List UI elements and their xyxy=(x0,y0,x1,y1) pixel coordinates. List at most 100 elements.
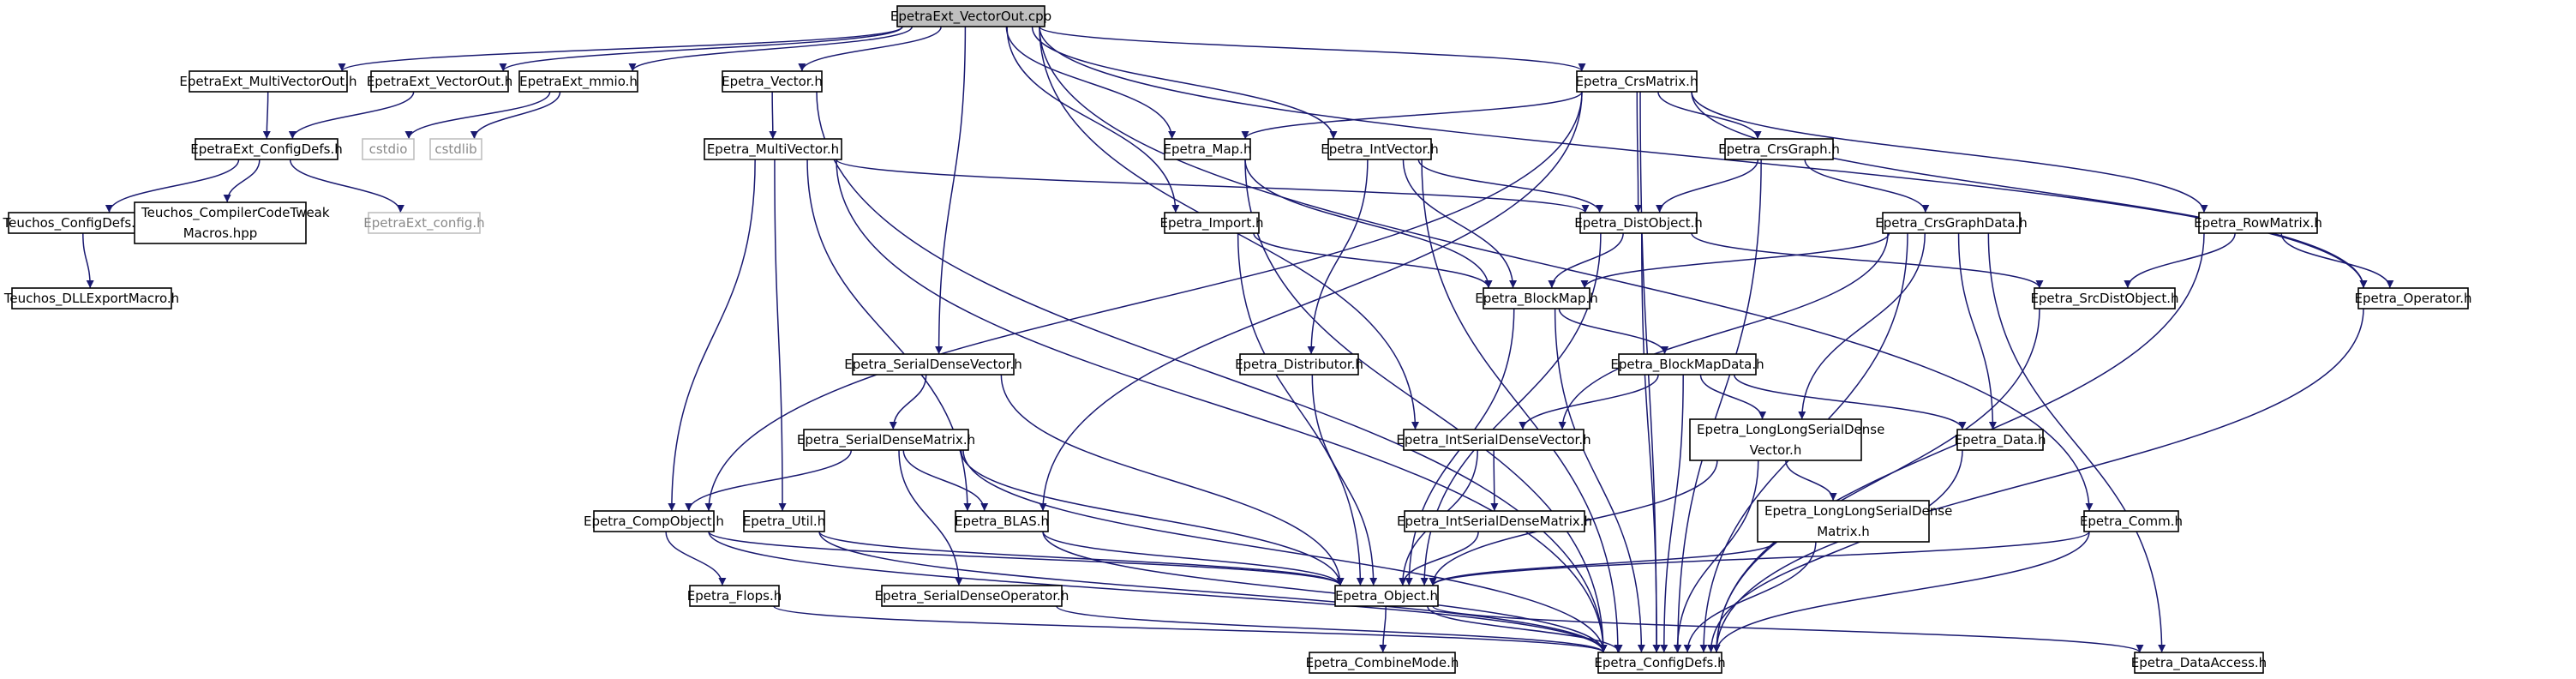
edge-eUtil-to-eObj xyxy=(818,531,1345,586)
edge-eObj-to-eConf xyxy=(1427,605,1623,653)
node-eMV[interactable]: Epetra_MultiVector.h xyxy=(704,138,842,160)
node-label: Epetra_CrsGraphData.h xyxy=(1875,215,2028,231)
node-eMVO[interactable]: EpetraExt_MultiVectorOut.h xyxy=(179,70,357,93)
node-eFlops[interactable]: Epetra_Flops.h xyxy=(687,585,782,607)
edge-eImp-to-eBM xyxy=(1253,232,1493,289)
edge-eBMD-to-eConf xyxy=(1660,374,1684,653)
node-eUtil[interactable]: Epetra_Util.h xyxy=(743,510,825,532)
node-box xyxy=(11,287,172,309)
edge-eCrs-to-eCG xyxy=(1657,91,1762,140)
node-eCfg[interactable]: EpetraExt_config.h xyxy=(363,212,485,234)
node-label: Vector.h xyxy=(1750,442,1802,458)
node-layer: EpetraExt_VectorOut.cppEpetraExt_MultiVe… xyxy=(3,5,2472,674)
node-box xyxy=(955,510,1049,532)
node-box xyxy=(1334,585,1439,607)
node-eMM[interactable]: EpetraExt_mmio.h xyxy=(518,70,638,93)
node-eVO[interactable]: EpetraExt_VectorOut.h xyxy=(367,70,512,93)
node-tCD[interactable]: Teuchos_ConfigDefs.hpp xyxy=(3,212,160,234)
edge-eVO-to-eCD xyxy=(288,91,415,140)
node-eOp[interactable]: Epetra_Operator.h xyxy=(2354,287,2472,309)
node-root[interactable]: EpetraExt_VectorOut.cpp xyxy=(890,5,1051,27)
edge-eUtil-to-eConf xyxy=(818,531,1608,653)
node-eCG[interactable]: Epetra_CrsGraph.h xyxy=(1718,138,1840,160)
node-eVec[interactable]: Epetra_Vector.h xyxy=(722,70,823,93)
node-box xyxy=(704,138,842,160)
node-tDLL[interactable]: Teuchos_DLLExportMacro.h xyxy=(3,287,179,309)
node-eCM[interactable]: Epetra_CombineMode.h xyxy=(1306,652,1459,674)
node-eDA[interactable]: Epetra_DataAccess.h xyxy=(2131,652,2267,674)
node-eDO[interactable]: Epetra_DistObject.h xyxy=(1574,212,1703,234)
node-eBMD[interactable]: Epetra_BlockMapData.h xyxy=(1610,353,1764,376)
node-eBLAS[interactable]: Epetra_BLAS.h xyxy=(955,510,1049,532)
node-label: Epetra_Import.h xyxy=(1159,215,1263,231)
node-box xyxy=(1689,418,1862,461)
node-box xyxy=(1576,70,1698,93)
edge-eObj-to-eCM xyxy=(1379,605,1387,653)
node-eBM[interactable]: Epetra_BlockMap.h xyxy=(1475,287,1598,309)
node-eDist[interactable]: Epetra_Distributor.h xyxy=(1235,353,1363,376)
node-eObj[interactable]: Epetra_Object.h xyxy=(1334,585,1439,607)
node-label: EpetraExt_VectorOut.cpp xyxy=(890,9,1051,25)
node-eSDM[interactable]: Epetra_SerialDenseMatrix.h xyxy=(797,429,975,451)
node-box xyxy=(1483,287,1591,309)
node-label: Epetra_DataAccess.h xyxy=(2131,655,2267,671)
edge-eBM-to-eConf xyxy=(1554,308,1645,653)
node-eISDV[interactable]: Epetra_IntSerialDenseVector.h xyxy=(1396,429,1591,451)
node-label: EpetraExt_MultiVectorOut.h xyxy=(179,74,356,90)
node-eImp[interactable]: Epetra_Import.h xyxy=(1159,212,1264,234)
node-box xyxy=(1309,652,1456,674)
node-eData[interactable]: Epetra_Data.h xyxy=(1954,429,2046,451)
node-label: Epetra_Util.h xyxy=(743,514,825,530)
node-label: Epetra_LongLongSerialDense xyxy=(1697,422,1884,438)
edge-eCG-to-eCGD xyxy=(1804,159,1930,213)
node-box xyxy=(2198,212,2318,234)
node-eCGD[interactable]: Epetra_CrsGraphData.h xyxy=(1875,212,2028,234)
node-label: cstdio xyxy=(369,141,408,157)
node-label: Epetra_Flops.h xyxy=(687,588,782,604)
node-box xyxy=(518,70,638,93)
node-label: EpetraExt_ConfigDefs.h xyxy=(190,141,342,158)
node-box xyxy=(2357,287,2469,309)
edge-eComm-to-eConf xyxy=(1712,531,2090,653)
edge-eMV-to-eUtil xyxy=(774,159,787,512)
edge-eSDO-to-eConf xyxy=(1712,308,2040,653)
node-box xyxy=(689,585,780,607)
node-eMap[interactable]: Epetra_Map.h xyxy=(1164,138,1252,160)
edge-eLLSDM-to-eObj xyxy=(1429,541,1776,586)
edge-eSDV-to-eObj xyxy=(1000,374,1345,586)
node-eIV[interactable]: Epetra_IntVector.h xyxy=(1321,138,1439,160)
node-eISDM[interactable]: Epetra_IntSerialDenseMatrix.h xyxy=(1397,510,1592,532)
edge-eSDOp-to-eConf xyxy=(1056,605,1608,653)
node-cstdio[interactable]: cstdio xyxy=(362,138,415,160)
node-eConf[interactable]: Epetra_ConfigDefs.h xyxy=(1594,652,1726,674)
node-label: Epetra_SrcDistObject.h xyxy=(2030,291,2178,307)
edge-eCrs-to-eBLAS xyxy=(1039,91,1583,512)
node-eCD[interactable]: EpetraExt_ConfigDefs.h xyxy=(190,138,343,160)
node-eCO[interactable]: Epetra_CompObject.h xyxy=(584,510,724,532)
node-box xyxy=(1239,353,1359,376)
edge-eCrs-to-eCO xyxy=(704,91,1583,512)
node-label: Teuchos_CompilerCodeTweak xyxy=(141,205,330,221)
node-eComm[interactable]: Epetra_Comm.h xyxy=(2080,510,2183,532)
edge-eBLAS-to-eObj xyxy=(1042,531,1345,586)
node-eRM[interactable]: Epetra_RowMatrix.h xyxy=(2194,212,2322,234)
node-eSDV[interactable]: Epetra_SerialDenseVector.h xyxy=(844,353,1022,376)
node-cstdlib[interactable]: cstdlib xyxy=(429,138,482,160)
node-box xyxy=(1724,138,1834,160)
node-label: Epetra_SerialDenseVector.h xyxy=(844,357,1021,373)
node-eSDOp[interactable]: Epetra_SerialDenseOperator.h xyxy=(875,585,1069,607)
node-box xyxy=(429,138,482,160)
edge-eMV-to-eCO xyxy=(668,159,756,512)
edge-root-to-eMVO xyxy=(338,26,903,72)
node-eCrs[interactable]: Epetra_CrsMatrix.h xyxy=(1576,70,1698,93)
node-box xyxy=(896,5,1045,27)
node-label: Epetra_BlockMapData.h xyxy=(1610,357,1764,373)
node-eSDO[interactable]: Epetra_SrcDistObject.h xyxy=(2030,287,2179,309)
node-label: Epetra_CombineMode.h xyxy=(1306,655,1459,671)
node-box xyxy=(362,138,415,160)
node-box xyxy=(370,70,509,93)
